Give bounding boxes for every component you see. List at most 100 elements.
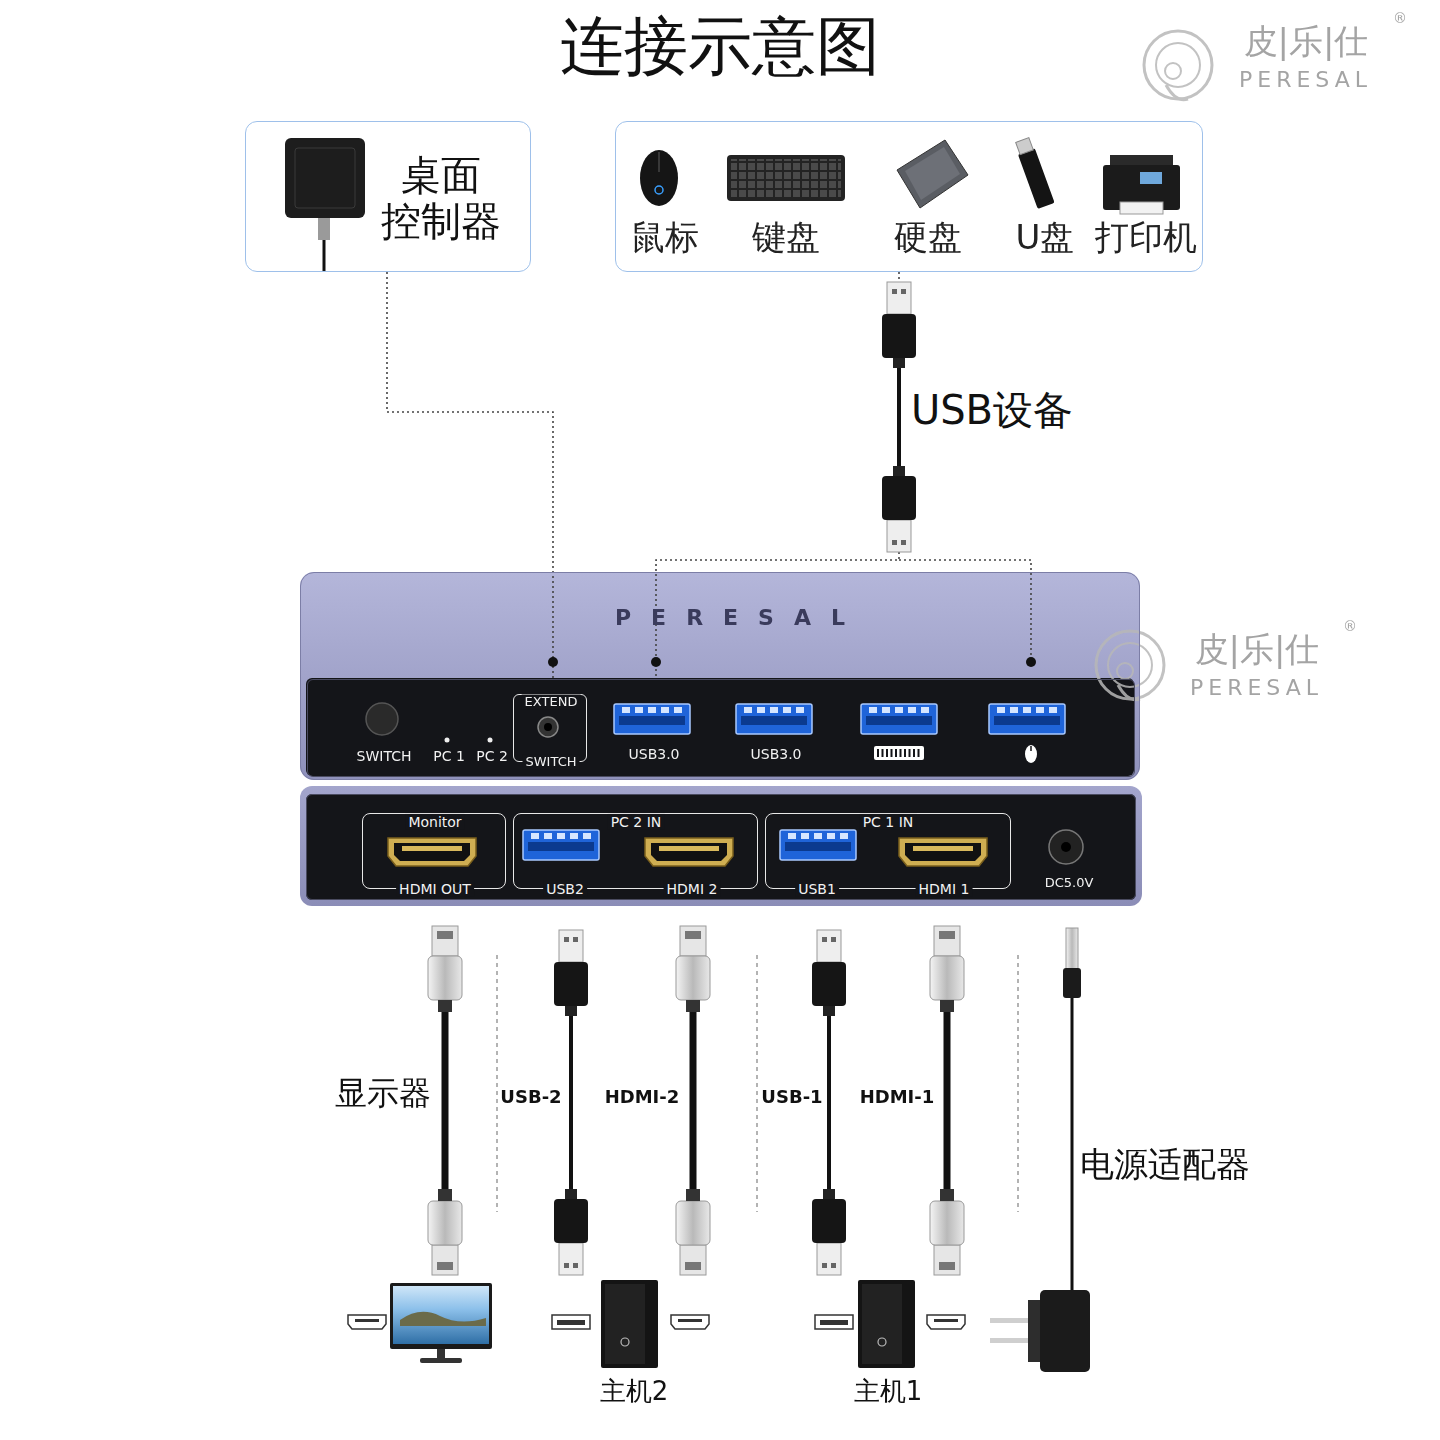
monitor-icon bbox=[348, 1315, 386, 1329]
cables bbox=[445, 1012, 947, 1189]
host-icons bbox=[815, 1315, 853, 1329]
switch-bottom-unit bbox=[523, 830, 599, 860]
host-icons bbox=[858, 1280, 915, 1368]
switch-top-unit bbox=[877, 749, 921, 757]
cable-separators bbox=[1017, 955, 1019, 1212]
switch-top-unit bbox=[300, 572, 1140, 780]
cable-separators bbox=[756, 955, 758, 1212]
device-label: 键盘 bbox=[752, 218, 820, 257]
power-adapter bbox=[1063, 968, 1081, 998]
switch-bottom-unit bbox=[300, 786, 1142, 906]
cable-label: HDMI-1 bbox=[860, 1087, 935, 1108]
switch-bottom-unit bbox=[780, 830, 856, 860]
cable-label: USB-2 bbox=[500, 1087, 561, 1108]
port-dot bbox=[548, 657, 1036, 667]
cable-separators bbox=[497, 955, 1018, 1212]
switch-bottom-unit bbox=[1061, 842, 1071, 852]
registered-mark: ® bbox=[1393, 10, 1407, 26]
bracket-label: SWITCH bbox=[523, 755, 580, 770]
rear-panel: DC5.0VMonitorHDMI OUTPC 2 INUSB2HDMI 2PC… bbox=[306, 794, 1136, 900]
power-adapter bbox=[1071, 996, 1074, 1292]
device-label: 打印机 bbox=[1095, 218, 1197, 257]
watermark: 皮|乐|仕 bbox=[1195, 630, 1320, 669]
front-panel: SWITCHPC 1PC 2USB3.0USB3.0EXTENDSWITCH bbox=[307, 679, 1135, 777]
host-icons bbox=[552, 1315, 590, 1329]
watermark: PERESAL bbox=[1234, 67, 1372, 92]
pc2-port-group: PC 2 INUSB2HDMI 2 bbox=[513, 813, 758, 889]
port-label: USB3.0 bbox=[628, 746, 679, 762]
switch-top-unit bbox=[538, 717, 558, 737]
port-label: USB2 bbox=[543, 881, 587, 897]
cable-label: 电源适配器 bbox=[1080, 1145, 1250, 1184]
power-adapter bbox=[990, 1338, 1028, 1343]
switch-top-unit bbox=[1025, 745, 1037, 763]
cable-separators bbox=[496, 955, 498, 1212]
pc1-port-group: PC 1 INUSB1HDMI 1 bbox=[765, 813, 1011, 889]
led-label: PC 2 bbox=[476, 748, 508, 764]
device-icons bbox=[640, 150, 678, 206]
monitor-icon bbox=[437, 1349, 445, 1359]
cable-label: 显示器 bbox=[335, 1075, 431, 1112]
switch-top-unit bbox=[306, 678, 1134, 776]
led-label: PC 1 bbox=[433, 748, 465, 764]
watermark-logo bbox=[1144, 31, 1212, 100]
device-icons bbox=[1110, 155, 1173, 167]
watermark-logo bbox=[1096, 631, 1164, 700]
watermark: 皮|乐|仕 bbox=[1244, 22, 1369, 61]
device-label: U盘 bbox=[1016, 218, 1075, 257]
button-label: SWITCH bbox=[357, 748, 412, 764]
controller-icon bbox=[323, 240, 326, 272]
controller-label: 桌面 控制器 bbox=[371, 152, 511, 244]
power-adapter bbox=[1040, 1290, 1090, 1372]
device-icons bbox=[658, 152, 660, 172]
switch-housing: PERESALSWITCHPC 1PC 2USB3.0USB3.0EXTENDS… bbox=[300, 572, 1140, 780]
controller-icon bbox=[285, 138, 365, 218]
switch-top-unit bbox=[736, 704, 812, 734]
device-label: 鼠标 bbox=[631, 218, 699, 257]
switch-top-unit bbox=[989, 704, 1065, 734]
host-label: 主机2 bbox=[600, 1377, 669, 1407]
switch-top-unit bbox=[488, 738, 493, 743]
port-label: HDMI 1 bbox=[916, 881, 973, 897]
controller-icon bbox=[285, 138, 365, 272]
switch-top-unit bbox=[300, 572, 1140, 780]
device-icons bbox=[731, 159, 841, 197]
device-icons bbox=[1018, 148, 1055, 209]
cables bbox=[676, 1189, 710, 1275]
cables bbox=[812, 1189, 846, 1275]
device-icons bbox=[1103, 165, 1180, 210]
brand-name: PERESAL bbox=[595, 605, 865, 630]
switch-bottom-unit bbox=[1049, 830, 1083, 864]
switch-top-unit bbox=[1030, 746, 1032, 751]
host-label: 主机1 bbox=[854, 1377, 923, 1407]
cable-label: USB-1 bbox=[761, 1087, 822, 1108]
switch-top-unit bbox=[874, 746, 924, 760]
monitor-icon bbox=[400, 1312, 486, 1326]
cables bbox=[428, 926, 964, 1275]
connector-line bbox=[387, 272, 553, 679]
device-icons bbox=[1016, 138, 1034, 155]
port-dot bbox=[1026, 657, 1036, 667]
switch-top-unit bbox=[861, 704, 937, 734]
host-icons bbox=[552, 1280, 965, 1368]
cables bbox=[428, 926, 462, 1012]
device-icons bbox=[640, 137, 1180, 214]
group-label: Monitor bbox=[405, 814, 464, 830]
group-label: PC 1 IN bbox=[860, 814, 917, 830]
cables bbox=[554, 930, 588, 1016]
cable-label: HDMI-2 bbox=[605, 1087, 680, 1108]
port-dot bbox=[651, 657, 661, 667]
usb-device-cable bbox=[882, 282, 916, 552]
usb-device-cable bbox=[882, 282, 916, 368]
device-icons bbox=[1014, 137, 1055, 209]
bracket-label: EXTEND bbox=[522, 695, 581, 710]
switch-bottom-unit bbox=[306, 794, 1136, 900]
usb-device-cable bbox=[882, 466, 916, 552]
cables bbox=[554, 1189, 588, 1275]
port-label: HDMI OUT bbox=[396, 881, 474, 897]
usb-branch-line bbox=[899, 560, 1031, 662]
usb-device-cable bbox=[897, 368, 901, 466]
monitor-icon bbox=[420, 1358, 462, 1363]
